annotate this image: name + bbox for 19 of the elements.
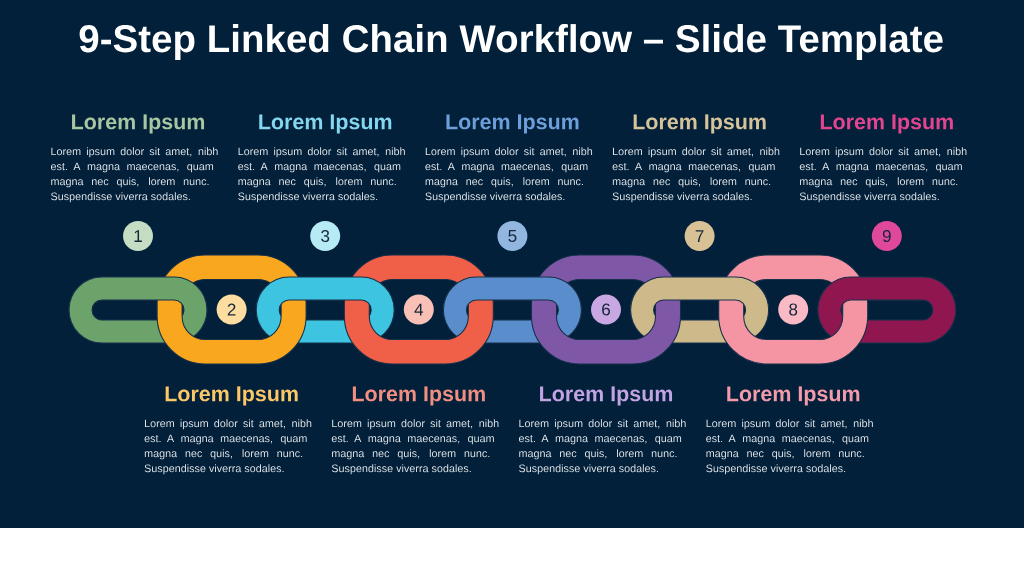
step-description: Lorem ipsum dolor sit amet, nibh est. A magna maecenas, quam magna nec quis, lorem nunc. Suspendisse viverra sodales. bbox=[144, 419, 312, 475]
step-heading: Lorem Ipsum bbox=[352, 386, 485, 406]
step-heading: Lorem Ipsum bbox=[540, 386, 673, 406]
title: 9-Step Linked Chain Workflow – Slide Template bbox=[79, 24, 943, 60]
step-heading: Lorem Ipsum bbox=[446, 114, 579, 134]
step-description: Lorem ipsum dolor sit amet, nibh est. A magna maecenas, quam magna nec quis, lorem nunc. Suspendisse viverra sodales. bbox=[50, 147, 218, 203]
step-heading: Lorem Ipsum bbox=[727, 386, 860, 406]
step-description: Lorem ipsum dolor sit amet, nibh est. A magna maecenas, quam magna nec quis, lorem nunc. Suspendisse viverra sodales. bbox=[425, 147, 593, 203]
step-description: Lorem ipsum dolor sit amet, nibh est. A magna maecenas, quam magna nec quis, lorem nunc. Suspendisse viverra sodales. bbox=[612, 147, 780, 203]
step-description: Lorem ipsum dolor sit amet, nibh est. A magna maecenas, quam magna nec quis, lorem nunc. Suspendisse viverra sodales. bbox=[799, 147, 967, 203]
step-description: Lorem ipsum dolor sit amet, nibh est. A magna maecenas, quam magna nec quis, lorem nunc. Suspendisse viverra sodales. bbox=[706, 419, 873, 475]
step-heading: Lorem Ipsum bbox=[259, 114, 392, 134]
step-description: Lorem ipsum dolor sit amet, nibh est. A magna maecenas, quam magna nec quis, lorem nunc. Suspendisse viverra sodales. bbox=[331, 419, 499, 475]
step-heading: Lorem Ipsum bbox=[72, 114, 205, 134]
step-description: Lorem ipsum dolor sit amet, nibh est. A magna maecenas, quam magna nec quis, lorem nunc. Suspendisse viverra sodales. bbox=[518, 419, 686, 475]
step-heading: Lorem Ipsum bbox=[633, 114, 766, 134]
step-description: Lorem ipsum dolor sit amet, nibh est. A magna maecenas, quam magna nec quis, lorem nunc. Suspendisse viverra sodales. bbox=[238, 147, 405, 203]
step-heading: Lorem Ipsum bbox=[165, 386, 298, 406]
step-heading: Lorem Ipsum bbox=[820, 114, 953, 134]
